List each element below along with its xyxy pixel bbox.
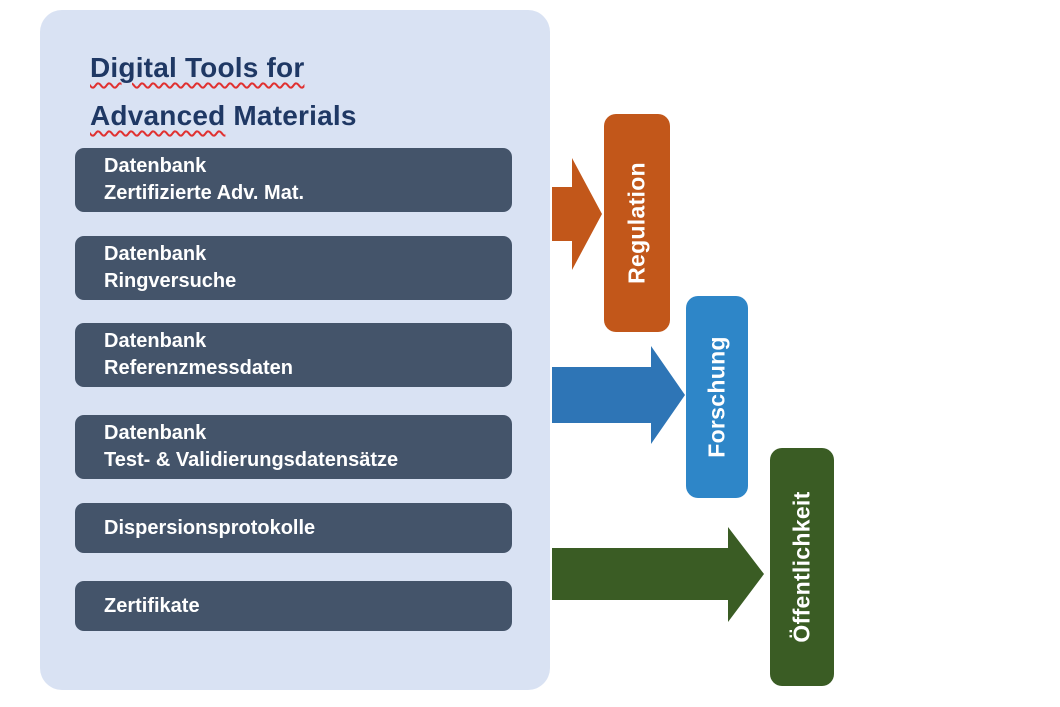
item-datenbank-zertifizierte-adv-mat: Datenbank Zertifizierte Adv. Mat. (75, 148, 512, 212)
chip-oeffentlichkeit: Öffentlichkeit (770, 448, 834, 686)
chip-forschung: Forschung (686, 296, 748, 498)
panel-title-word-advanced: Advanced (90, 100, 226, 131)
item-dispersionsprotokolle: Dispersionsprotokolle (75, 503, 512, 553)
forschung-arrow-icon (552, 346, 685, 444)
item-line1: Datenbank (104, 243, 207, 265)
panel-title-line1: Digital Tools for (90, 52, 305, 83)
item-datenbank-test-validierungsdatensaetze: Datenbank Test- & Validierungsdatensätze (75, 415, 512, 479)
item-line1: Datenbank (104, 155, 207, 177)
item-zertifikate: Zertifikate (75, 581, 512, 631)
item-datenbank-ringversuche: Datenbank Ringversuche (75, 236, 512, 300)
item-line1: Datenbank (104, 330, 207, 352)
item-line2: Test- & Validierungsdatensätze (104, 449, 399, 471)
panel-title-word-materials: Materials (233, 100, 357, 131)
regulation-arrow-icon (552, 158, 602, 270)
item-line2: Referenzmessdaten (104, 357, 293, 379)
item-line2: Ringversuche (104, 270, 237, 292)
item-line1: Dispersionsprotokolle (104, 516, 316, 539)
item-line1: Datenbank (104, 422, 207, 444)
digital-tools-panel: Digital Tools for Advanced Materials Dat… (40, 10, 550, 690)
chip-oeffentlichkeit-label: Öffentlichkeit (788, 491, 815, 643)
item-line2: Zertifizierte Adv. Mat. (104, 182, 305, 204)
item-line1: Zertifikate (104, 594, 200, 617)
chip-forschung-label: Forschung (703, 336, 730, 458)
chip-regulation: Regulation (604, 114, 670, 332)
panel-title: Digital Tools for Advanced Materials (90, 44, 357, 140)
oeffentlichkeit-arrow-icon (552, 527, 764, 622)
chip-regulation-label: Regulation (623, 162, 650, 284)
item-datenbank-referenzmessdaten: Datenbank Referenzmessdaten (75, 323, 512, 387)
